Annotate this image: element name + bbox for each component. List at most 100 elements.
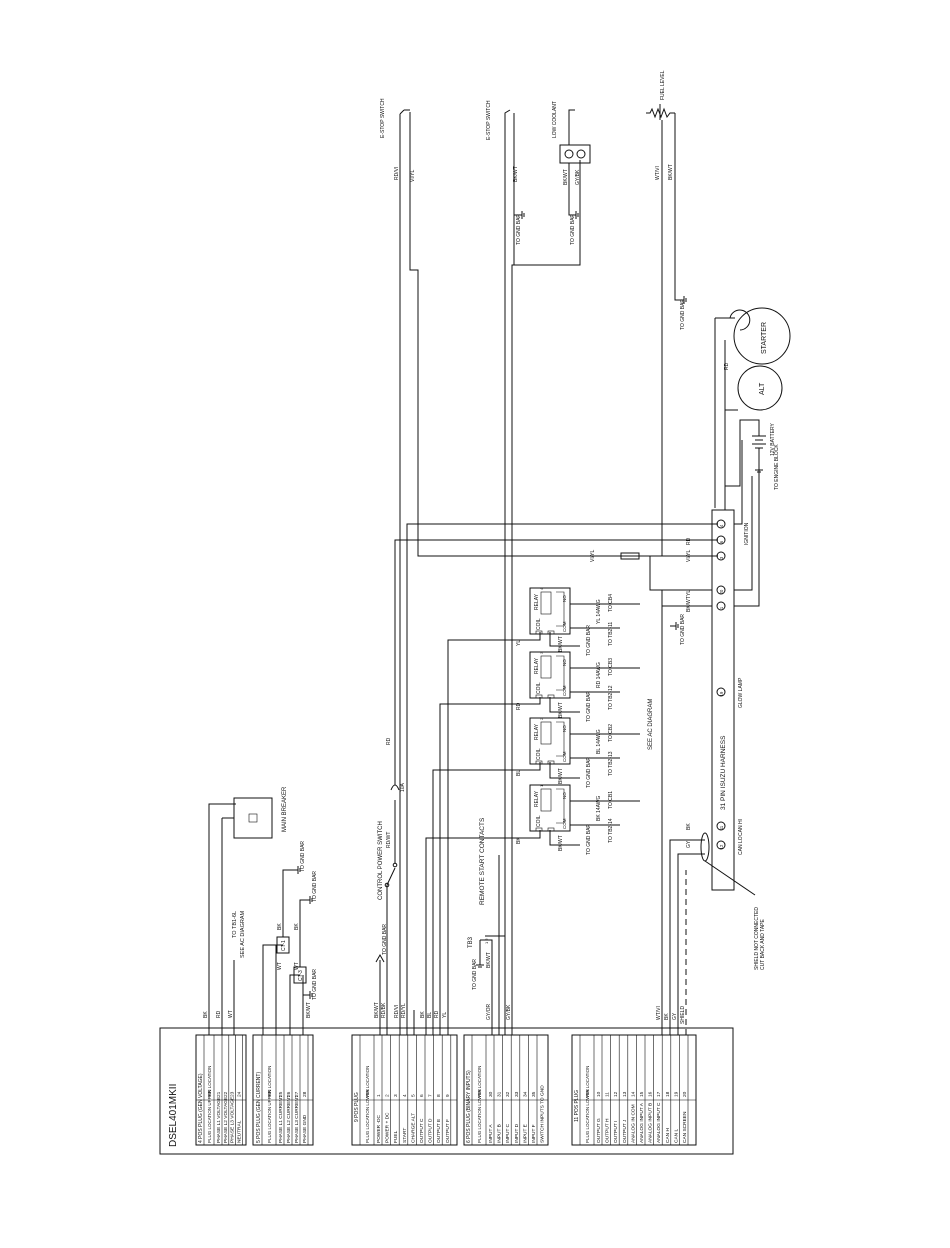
relay-terminal — [547, 827, 555, 832]
plug-row-label: INPUT F — [531, 1124, 537, 1143]
plug-row-label: OUTPUT G — [596, 1118, 602, 1143]
harness-pin — [716, 585, 726, 595]
coil-label: COIL — [536, 618, 542, 630]
harness-pin — [716, 535, 726, 545]
ignition-label: IGNITION — [744, 522, 750, 545]
shield-note: SHIELD NOT CONNECTED — [754, 907, 760, 970]
relay-contact — [556, 591, 565, 627]
plug6-col-a: PLUG LOCATION LOWER — [477, 1088, 482, 1143]
gnd-label: TO GND BAR — [586, 625, 592, 656]
relay-coil — [540, 655, 552, 679]
gnd-label: TO GND BAR — [312, 871, 318, 902]
remote-start-label: REMOTE START CONTACTS — [479, 817, 486, 905]
wire-label: WT — [294, 962, 300, 970]
low-coolant-sensor: LOW COOLANT BK/WT GY/BK TO GND BAR — [552, 101, 591, 245]
relay-wire-label: BL 14AWG — [596, 729, 602, 754]
plug-row-label: ANALOG INPUT C — [656, 1102, 662, 1143]
wire-label: WT/VI — [655, 166, 661, 180]
plug-row-label: PHASE L3 VOLTAGE — [230, 1097, 236, 1143]
wire-label: RD/VI — [394, 1005, 400, 1018]
harness-pin-number: 1 — [719, 606, 724, 609]
relay-contact — [556, 788, 565, 824]
gnd-label: TO GND BAR — [382, 924, 388, 955]
tb3-pins: 1 2 — [484, 938, 489, 944]
gnd-label: TO GND BAR — [680, 299, 686, 330]
plug-row-pin: 8 — [436, 1094, 442, 1097]
glow-lamp-label: GLOW LAMP — [738, 677, 744, 708]
plug-row-label: OUTPUT I — [613, 1121, 619, 1143]
plug-row-pin: 35 — [531, 1091, 537, 1097]
plug-row-pin: 14 — [630, 1091, 636, 1097]
relay-cb-label: TO CB4 — [608, 594, 614, 612]
wire-label: BK/WT — [558, 835, 564, 851]
relay-label: RELAY — [534, 593, 540, 610]
plug5-table: 5 POS PLUG (GEN CURRENT) PLUG LOCATION U… — [252, 1034, 314, 1146]
gen-voltage-wiring: BK RD WT TO TB1-6L SEE AC DIAGRAM MAIN B… — [203, 786, 288, 1035]
plug-row-pin: 5 — [410, 1094, 416, 1097]
harness-pin-number: 20 — [719, 589, 724, 594]
gnd-label: TO GND BAR — [300, 841, 306, 872]
relay-tb-label: TO TB2-13 — [608, 751, 614, 776]
coil-label: COIL — [536, 682, 542, 694]
plug-row-label: CAN L — [673, 1129, 679, 1143]
plug-row-pin: 15 — [639, 1091, 645, 1097]
plug-row-pin: 25 — [278, 1091, 284, 1097]
plug-row-pin: 3 — [393, 1094, 399, 1097]
relay-number: 3 — [539, 651, 544, 654]
plug-row-label: INPUT D — [514, 1123, 520, 1143]
relay-terminal — [535, 630, 543, 635]
plug-row-pin: 18 — [665, 1091, 671, 1097]
plug-row-pin: 7 — [428, 1094, 434, 1097]
plug-note: SWITCH INPUTS TO GND — [540, 1085, 546, 1143]
relay-terminal — [535, 694, 543, 699]
relay-cb-label: TO CB2 — [608, 724, 614, 742]
controller-title: DSEL401MKII — [168, 1084, 179, 1147]
plug-row-label: START — [402, 1128, 408, 1143]
plug-row-label: OUTPUT E — [436, 1119, 442, 1143]
wire-label: BK — [420, 1011, 426, 1018]
main-breaker: MAIN BREAKER — [222, 786, 288, 839]
relay-ground-wiring: BK/WT BK/WT BK/WT BK/WT TO GND BAR TO GN… — [549, 625, 592, 855]
plug11-table: 11 POS PLUG PLUG LOCATION LOWER PIN LOCA… — [571, 1034, 697, 1146]
estop-2: E-STOP SWITCH BK/WT TO GND BAR — [486, 100, 525, 265]
relay-wire-label: RD 14AWG — [596, 662, 602, 688]
plug4-table: 4 POS PLUG (GEN VOLTAGE) PLUG LOCATION U… — [195, 1034, 247, 1146]
plug-row-label: INPUT B — [497, 1124, 503, 1143]
plug-row-pin: 13 — [622, 1091, 628, 1097]
relay-wire-label: YL 14AWG — [596, 599, 602, 624]
fuse-label: 10A — [400, 782, 406, 792]
plug-row-pin: 21 — [216, 1091, 222, 1097]
wire-label: YL — [686, 590, 692, 596]
harness-pin-number: 4 — [719, 524, 724, 527]
gnd-label: TO GND BAR — [586, 757, 592, 788]
plug-row-pin: 24 — [236, 1091, 242, 1097]
shield-note: CUT BACK AND TAPE — [760, 918, 766, 970]
plug11-col-b: PIN LOCATION — [585, 1066, 590, 1097]
plug6-table: 6 POS PLUG (BINARY INPUTS) PLUG LOCATION… — [463, 1034, 549, 1146]
gnd-label: TO GND BAR — [516, 214, 522, 245]
wire-label: BK/WT — [513, 166, 519, 182]
wire-label: GY/OR — [486, 1003, 492, 1020]
plug-row-pin: 16 — [648, 1091, 654, 1097]
plug5-col-b: PIN LOCATION — [267, 1066, 272, 1097]
relay-terminal — [547, 694, 555, 699]
no-label: NO — [562, 792, 567, 799]
plug-row-pin: 4 — [402, 1094, 408, 1097]
wire-label: GY/BK — [575, 169, 581, 185]
wire-label: RD/VI — [394, 167, 400, 180]
harness-pin — [716, 601, 726, 611]
plug6-col-b: PIN LOCATION — [477, 1066, 482, 1097]
harness-pin-number: 6 — [719, 540, 724, 543]
plug-row-pin: 20 — [682, 1091, 688, 1097]
relay-tb-label: TO TB2-14 — [608, 818, 614, 843]
plug-row-label: PHASE L3 CURRENT — [294, 1095, 300, 1143]
wire-label: BK — [294, 923, 300, 930]
battery-label: 12V BATTERY — [770, 422, 776, 456]
plug9-col-b: PIN LOCATION — [365, 1066, 370, 1097]
plug-row-label: POWER -DC — [376, 1114, 382, 1143]
wire-label: RD — [386, 737, 392, 745]
plug-row-label: FUEL — [393, 1130, 399, 1143]
relay-contact — [556, 655, 565, 691]
